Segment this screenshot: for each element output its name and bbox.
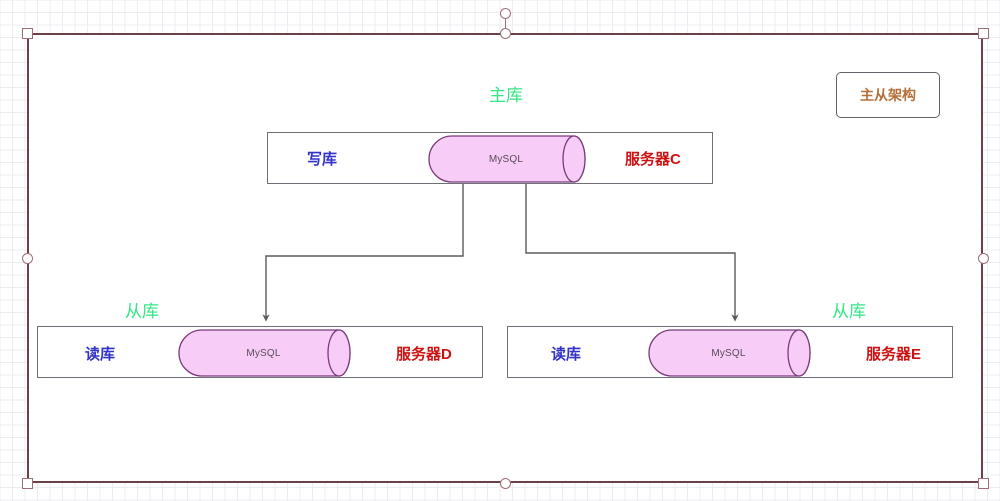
handle-top-left[interactable]	[21, 27, 33, 39]
database-cylinder-slave-e[interactable]: MySQL	[648, 329, 823, 377]
handle-bottom-left[interactable]	[21, 477, 33, 489]
selected-container-frame[interactable]	[27, 33, 983, 483]
caption-slave-e: 从库	[832, 302, 866, 321]
caption-master: 主库	[489, 86, 523, 105]
handle-top-right[interactable]	[977, 27, 989, 39]
rotation-handle-stem	[504, 14, 507, 33]
handle-bottom-center[interactable]	[499, 477, 511, 489]
node-slave-e-server-label: 服务器E	[866, 346, 922, 363]
handle-bottom-right[interactable]	[977, 477, 989, 489]
node-master-role-label: 写库	[307, 151, 338, 168]
handle-top-center[interactable]	[499, 27, 511, 39]
node-slave-d-role-label: 读库	[85, 346, 116, 363]
legend-label: 主从架构	[860, 87, 916, 103]
node-slave-e-role-label: 读库	[551, 346, 582, 363]
caption-slave-d: 从库	[125, 302, 159, 321]
rotation-handle[interactable]	[499, 7, 511, 19]
database-cylinder-master[interactable]: MySQL	[428, 135, 598, 183]
handle-middle-left[interactable]	[21, 252, 33, 264]
node-master-server-label: 服务器C	[625, 151, 681, 168]
handle-middle-right[interactable]	[977, 252, 989, 264]
node-slave-d-server-label: 服务器D	[396, 346, 452, 363]
legend-box[interactable]: 主从架构	[836, 72, 940, 118]
database-cylinder-slave-d[interactable]: MySQL	[178, 329, 363, 377]
